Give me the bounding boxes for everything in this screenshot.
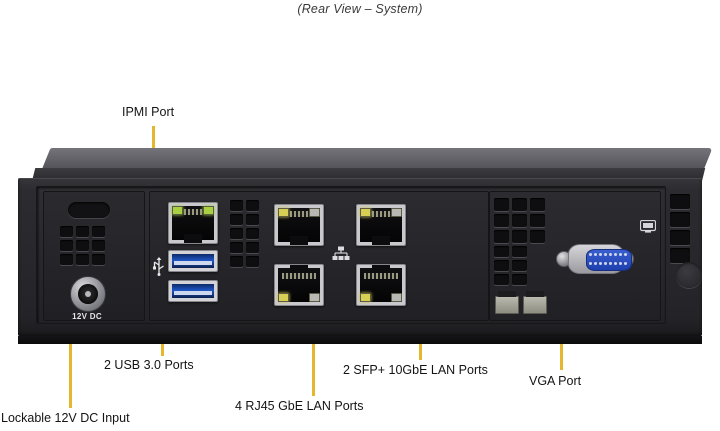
dc-jack-label: 12V DC: [72, 312, 102, 321]
lan2-led-right: [391, 208, 402, 217]
vent-grille-center-left: [230, 200, 259, 267]
video-io-panel: [489, 191, 661, 321]
chassis-rear-face: 12V DC: [18, 178, 702, 344]
ipmi-port[interactable]: [168, 202, 218, 244]
callout-label-vga: VGA Port: [529, 374, 582, 388]
vent-grille-center-lower: [494, 246, 527, 285]
lan-port-1[interactable]: [274, 204, 324, 246]
chassis-emboss-circle: [676, 262, 702, 288]
lan4-led-left: [360, 293, 371, 302]
terminal-block-left: [495, 291, 519, 314]
callout-label-rj45: 4 RJ45 GbE LAN Ports: [235, 399, 364, 413]
leader-line-rj45: [312, 321, 315, 396]
usb-port-upper[interactable]: [168, 250, 218, 272]
usb-icon: [152, 256, 166, 276]
callout-label-sfp: 2 SFP+ 10GbE LAN Ports: [343, 363, 488, 377]
vent-grille-right: [670, 194, 690, 263]
vent-grille-left: [60, 226, 105, 265]
monitor-icon: [639, 219, 657, 233]
vent-grille-center: [494, 198, 545, 243]
ipmi-led-left: [172, 206, 183, 215]
lan-port-4[interactable]: [356, 264, 406, 306]
lan1-led-left: [278, 208, 289, 217]
terminal-block-right: [523, 291, 547, 314]
lan2-led-left: [360, 208, 371, 217]
server-chassis-rear: 12V DC: [18, 148, 713, 344]
vga-port[interactable]: [556, 244, 634, 274]
usb-port-lower[interactable]: [168, 280, 218, 302]
lan4-led-right: [391, 293, 402, 302]
lan-port-2[interactable]: [356, 204, 406, 246]
chassis-oval-slot: [68, 202, 110, 218]
power-input-panel: 12V DC: [43, 191, 145, 321]
callout-label-usb: 2 USB 3.0 Ports: [104, 358, 194, 372]
figure-title: (Rear View – System): [297, 2, 423, 16]
network-icon: [332, 246, 350, 262]
callout-label-ipmi: IPMI Port: [122, 105, 175, 119]
callout-label-dc: Lockable 12V DC Input: [1, 411, 130, 425]
leader-line-dc: [69, 330, 72, 408]
lan3-led-right: [309, 293, 320, 302]
lan1-led-right: [309, 208, 320, 217]
lan-port-3[interactable]: [274, 264, 324, 306]
lan3-led-left: [278, 293, 289, 302]
io-panel-plate: 12V DC: [36, 186, 666, 324]
ipmi-led-right: [203, 206, 214, 215]
network-io-panel: [149, 191, 582, 321]
dc-power-jack[interactable]: [70, 276, 106, 312]
